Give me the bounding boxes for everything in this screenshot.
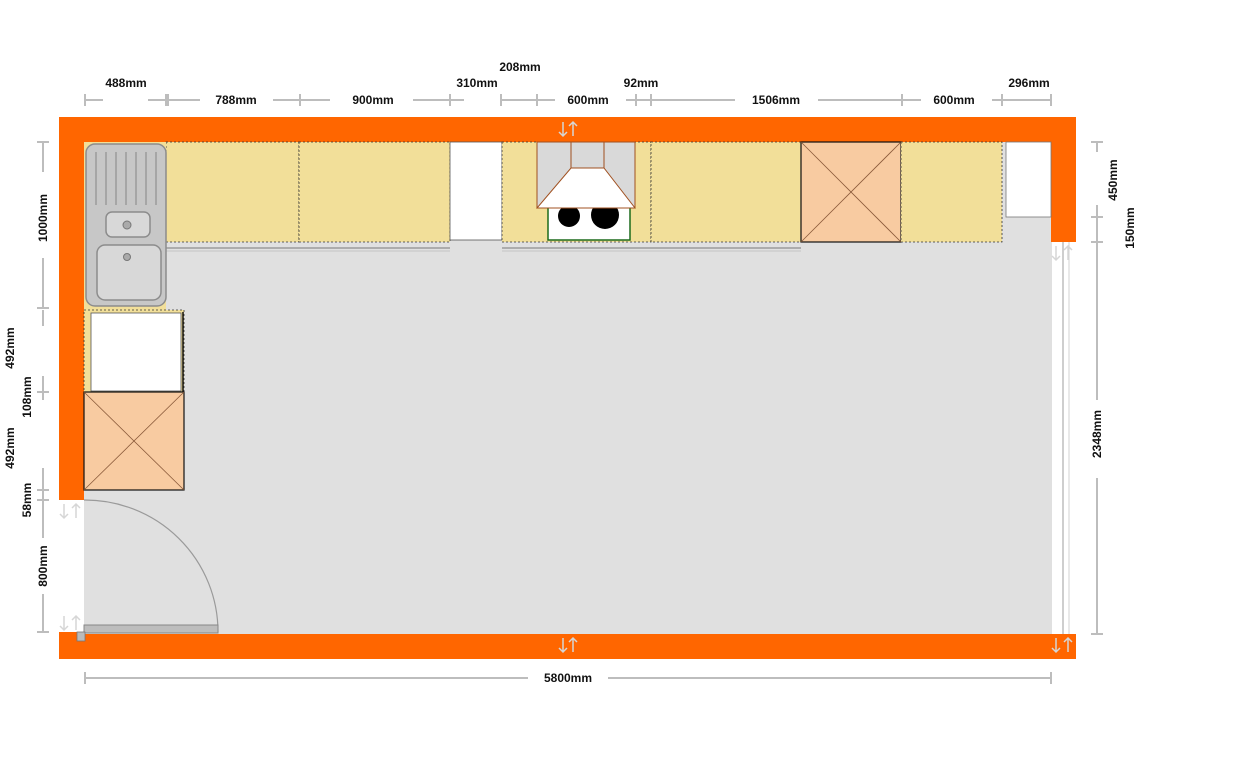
appliance-left[interactable] [90,312,182,392]
arrow-mark-top [558,120,578,138]
dim-label-58: 58mm [20,483,34,518]
dim-label-600-a: 600mm [567,93,608,107]
tall-unit-left-cross-icon-b [83,391,185,491]
opening-right [1052,242,1076,634]
dimension-lines-bottom [84,672,1052,684]
arrow-mark-left-2 [59,614,81,632]
wall-left [59,117,84,500]
dim-label-208: 208mm [499,60,540,74]
double-bowl-sink-icon[interactable] [85,143,167,307]
door-leaf [83,624,219,634]
dim-label-310: 310mm [456,76,497,90]
opening-arrows [59,120,1073,654]
wall-right-stub [1052,654,1076,659]
dim-label-488: 488mm [105,76,146,90]
dim-label-5800: 5800mm [544,671,592,685]
dim-label-788: 788mm [215,93,256,107]
extractor-hood-icon[interactable] [535,141,637,209]
base-unit-600[interactable] [900,141,1003,243]
arrow-mark-right-1 [1051,244,1073,262]
base-unit-788[interactable] [165,141,300,243]
dim-label-492-a: 492mm [3,327,17,368]
appliance-slot-310[interactable] [449,141,503,241]
wall-bottom [59,634,1076,659]
dim-label-92: 92mm [624,76,659,90]
dimension-lines-right [1091,141,1103,635]
dim-label-1506: 1506mm [752,93,800,107]
wall-top [59,117,1076,142]
dimension-lines-left [37,141,49,633]
door-swing-icon[interactable] [76,499,219,642]
left-run-units [83,142,185,491]
dim-label-108: 108mm [20,376,34,417]
dim-label-1000: 1000mm [36,194,50,242]
sink-drainer [95,152,157,205]
dim-label-2348: 2348mm [1090,410,1104,458]
dim-label-492-b: 492mm [3,427,17,468]
dim-label-800: 800mm [36,545,50,586]
arrow-mark-bottom [558,636,578,654]
end-panel-296[interactable] [1005,141,1052,218]
arrow-mark-left-1 [59,502,81,520]
base-unit-1506[interactable] [650,141,802,243]
walls [59,117,1076,659]
dim-label-900: 900mm [352,93,393,107]
dimension-lines-top [84,94,1052,106]
sink-drain-small [122,220,132,230]
hood-chimney [570,141,605,169]
base-unit-900[interactable] [298,141,451,243]
door-hinge [76,631,86,642]
sink-drain-large [123,253,131,261]
dim-label-150: 150mm [1123,207,1137,248]
door-opening-left [59,500,84,632]
tall-unit-cross-icon-b [800,141,902,243]
wall-right-upper [1051,117,1076,242]
door-arc [83,499,219,633]
arrow-mark-right-2 [1051,636,1073,654]
dim-label-600-b: 600mm [933,93,974,107]
hob-ring-left [558,205,580,227]
dim-label-450: 450mm [1106,159,1120,200]
sink-bowl-large [96,244,162,301]
dim-label-296: 296mm [1008,76,1049,90]
